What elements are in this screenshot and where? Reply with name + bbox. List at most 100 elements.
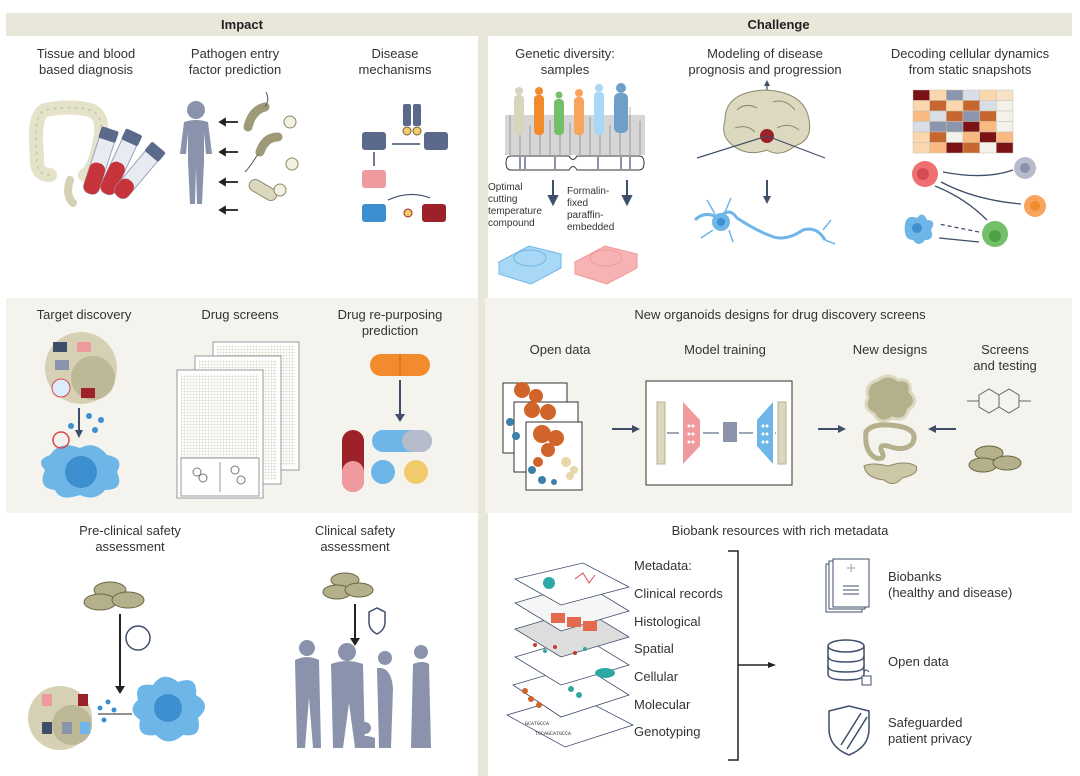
step-screens-label: Screens and testing xyxy=(955,342,1055,374)
title-line: mechanisms xyxy=(358,62,432,77)
sample-arrows-icon xyxy=(547,180,633,207)
genetic-diversity-title: Genetic diversity: samples xyxy=(500,46,630,78)
heatmap-cell xyxy=(979,121,997,133)
chromosome-icon xyxy=(505,155,645,171)
heatmap-cell xyxy=(912,121,930,133)
metadata-item: Genotyping xyxy=(634,724,701,739)
database-unlocked-icon xyxy=(827,639,872,686)
heatmap-cell xyxy=(962,142,980,154)
title-line: factor prediction xyxy=(188,62,282,77)
label-line: compound xyxy=(488,218,535,229)
neural-network-icon xyxy=(645,380,793,486)
metadata-item: Histological xyxy=(634,614,701,629)
heatmap-cell xyxy=(912,110,930,122)
step-new-designs-label: New designs xyxy=(852,342,928,357)
signaling-pathway-icon xyxy=(362,104,448,222)
heatmap-cell xyxy=(929,121,947,133)
title-line: and testing xyxy=(973,358,1037,373)
label-line: embedded xyxy=(567,222,615,233)
title-line: Clinical safety xyxy=(314,523,396,538)
population-icon xyxy=(295,572,431,748)
heatmap-cell xyxy=(946,110,964,122)
title-line: Tissue and blood xyxy=(36,46,136,61)
heatmap-cell xyxy=(946,100,964,112)
heatmap-cell xyxy=(946,89,964,101)
drug-screens-title: Drug screens xyxy=(201,307,279,322)
organoid-designs-icon xyxy=(863,374,918,484)
preclinical-safety-title: Pre-clinical safety assessment xyxy=(60,523,200,555)
title-line: Disease xyxy=(371,46,419,61)
step-open-data-label: Open data xyxy=(529,342,591,357)
step-model-training-label: Model training xyxy=(684,342,766,357)
challenge-header: Challenge xyxy=(485,13,1072,36)
screen-plates-icon xyxy=(176,341,300,499)
metadata-item: Spatial xyxy=(634,641,674,656)
shield-icon xyxy=(828,705,870,756)
human-pathogens-icon xyxy=(180,91,299,215)
heatmap-cell xyxy=(996,100,1014,112)
pathogen-entry-title: Pathogen entry factor prediction xyxy=(170,46,300,78)
title-line: (healthy and disease) xyxy=(888,585,1013,600)
arrow-right-icon xyxy=(612,425,640,433)
drug-repurposing-title: Drug re-purposing prediction xyxy=(320,307,460,339)
heatmap-cell xyxy=(996,89,1014,101)
label-line: cutting xyxy=(488,194,518,205)
heatmap-cell xyxy=(979,110,997,122)
open-data-output-label: Open data xyxy=(888,654,949,669)
target-cell-icon xyxy=(41,332,120,498)
title-line: based diagnosis xyxy=(39,62,133,77)
heatmap-cell xyxy=(929,142,947,154)
biobanks-output-label: Biobanks (healthy and disease) xyxy=(888,569,1012,601)
metadata-heading: Metadata: xyxy=(634,558,692,573)
patient-privacy-output-label: Safeguarded patient privacy xyxy=(888,715,972,747)
title-line: Drug re-purposing xyxy=(337,307,443,322)
label-line: fixed xyxy=(567,198,589,209)
title-line: Screens xyxy=(981,342,1029,357)
title-line: Safeguarded xyxy=(888,715,963,730)
tissue-slides-icon xyxy=(497,245,639,285)
document-stack-icon xyxy=(825,558,870,613)
svg-text:GCATGCCA: GCATGCCA xyxy=(525,721,549,727)
label-line: Formalin- xyxy=(567,186,610,197)
diverse-population-chromosome-icon xyxy=(505,83,645,155)
title-line: prognosis and progression xyxy=(688,62,842,77)
heatmap-cell xyxy=(946,121,964,133)
heatmap-cell xyxy=(979,100,997,112)
title-line: Genetic diversity: xyxy=(515,46,615,61)
heatmap-cell xyxy=(962,110,980,122)
heatmap-cell xyxy=(946,131,964,143)
title-line: Biobanks xyxy=(888,569,942,584)
heatmap-cell xyxy=(979,142,997,154)
heatmap-cell xyxy=(979,131,997,143)
metadata-item: Clinical records xyxy=(634,586,723,601)
label-line: paraffin- xyxy=(567,210,604,221)
decoding-cellular-title: Decoding cellular dynamics from static s… xyxy=(865,46,1075,78)
title-line: patient privacy xyxy=(888,731,972,746)
colon-and-blood-tubes-icon xyxy=(29,100,166,207)
preclinical-cell-icon xyxy=(28,581,206,750)
tissue-blood-diagnosis-title: Tissue and blood based diagnosis xyxy=(18,46,154,78)
oct-label: Optimal cutting temperature compound xyxy=(488,182,558,230)
cell-state-heatmap xyxy=(912,89,1014,154)
arrow-left-icon xyxy=(928,425,956,433)
heatmap-cell xyxy=(996,121,1014,133)
heatmap-cell xyxy=(929,110,947,122)
organoids-section-title: New organoids designs for drug discovery… xyxy=(634,307,926,322)
heatmap-cell xyxy=(946,142,964,154)
title-line: Pathogen entry xyxy=(190,46,280,61)
impact-header: Impact xyxy=(6,13,478,36)
heatmap-cell xyxy=(962,121,980,133)
heatmap-cell xyxy=(929,89,947,101)
title-line: prediction xyxy=(361,323,419,338)
heatmap-cell xyxy=(929,100,947,112)
modeling-disease-title: Modeling of disease prognosis and progre… xyxy=(670,46,860,78)
label-line: temperature xyxy=(488,206,542,217)
target-discovery-title: Target discovery xyxy=(36,307,132,322)
open-data-plots-icon xyxy=(502,382,583,491)
metadata-item: Cellular xyxy=(634,669,679,684)
title-line: Decoding cellular dynamics xyxy=(890,46,1050,61)
arrow-right-icon xyxy=(818,425,846,433)
column-divider xyxy=(478,13,485,776)
challenge-row3-side xyxy=(485,513,488,776)
